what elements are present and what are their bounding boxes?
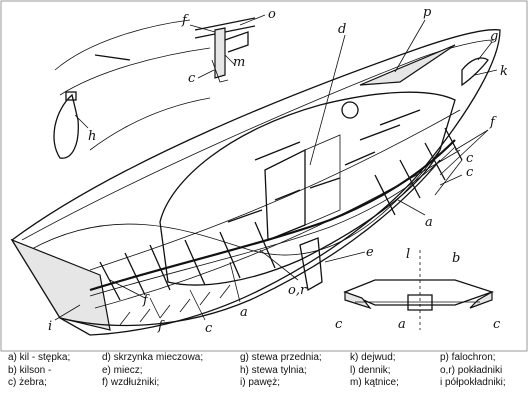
hull-drawing: [10, 29, 501, 336]
cockpit-opening: [159, 91, 456, 286]
sailboat-hull-diagram: d p g k f c c a e o,r a c f f i h f o m …: [0, 0, 528, 352]
label-c2: c: [466, 165, 474, 180]
label-f1: f: [489, 115, 497, 130]
sheer-line: [11, 29, 501, 336]
label-m: m: [233, 55, 245, 70]
label-f4: f: [181, 13, 189, 28]
rudder-inset: [53, 19, 211, 159]
cross-section-inset: [343, 250, 495, 330]
stringer: [89, 109, 461, 271]
legend-col-2: d) skrzynka mieczowa; e) miecz; f) wzdłu…: [102, 352, 203, 390]
label-a3: a: [398, 317, 406, 332]
label-i: i: [48, 319, 52, 334]
legend-item: o,r) pokładniki: [440, 364, 503, 376]
label-c3: c: [205, 321, 213, 336]
label-c5: c: [335, 317, 343, 332]
legend-col-1: a) kil - stępka; b) kilson - c) żebra;: [8, 352, 70, 390]
legend-item: a) kil - stępka;: [8, 352, 71, 363]
callout-labels: d p g k f c c a e o,r a c f f i h f o m …: [48, 5, 508, 336]
label-or: o,r: [288, 283, 307, 298]
label-c4: c: [188, 71, 196, 86]
legend-item: p) falochron;: [440, 352, 496, 363]
legend-item: i) pawęż;: [240, 377, 281, 388]
legend-item: i półpokładniki;: [440, 377, 506, 388]
legend-col-4: k) dejwud; l) dennik; m) kątnice;: [350, 352, 399, 390]
label-c6: c: [493, 317, 501, 332]
legend-col-3: g) stewa przednia; h) stewa tylnia; i) p…: [240, 352, 322, 390]
label-b: b: [452, 251, 460, 266]
transom: [10, 238, 111, 331]
legend-item: m) kątnice;: [350, 377, 399, 388]
label-c1: c: [466, 151, 474, 166]
label-e: e: [366, 245, 374, 260]
label-d: d: [338, 22, 346, 37]
legend-item: l) dennik;: [350, 364, 391, 376]
keel: [89, 139, 456, 292]
legend-item: f) wzdłużniki;: [102, 377, 160, 388]
deck-beams: [227, 109, 421, 223]
legend-item: b) kilson -: [8, 364, 52, 376]
legend-item: k) dejwud;: [350, 352, 396, 363]
label-h: h: [88, 129, 96, 144]
label-l: l: [406, 247, 410, 262]
frame-border: [0, 0, 528, 352]
label-p: p: [423, 5, 432, 20]
legend-item: c) żebra;: [8, 377, 47, 388]
legend-item: d) skrzynka mieczowa;: [102, 352, 204, 363]
legend-col-5: p) falochron; o,r) pokładniki i półpokła…: [440, 352, 506, 390]
ribs: [99, 127, 463, 301]
label-a1: a: [425, 215, 433, 230]
label-f2: f: [157, 319, 165, 334]
centerboard-trunk: [264, 148, 306, 241]
label-k: k: [500, 64, 508, 79]
legend-item: h) stewa tylnia;: [240, 364, 307, 376]
label-a2: a: [240, 305, 248, 320]
legend-item: e) miecz;: [102, 364, 143, 376]
label-f3: f: [142, 293, 150, 308]
legend: a) kil - stępka; b) kilson - c) żebra; d…: [0, 352, 528, 405]
centerboard: [299, 237, 323, 292]
legend-item: g) stewa przednia;: [240, 352, 322, 363]
breakwater: [359, 44, 456, 86]
label-g: g: [490, 29, 498, 44]
leader-lines: [54, 14, 498, 321]
deck-beam-inset: [194, 17, 256, 83]
label-o1: o: [268, 7, 276, 22]
